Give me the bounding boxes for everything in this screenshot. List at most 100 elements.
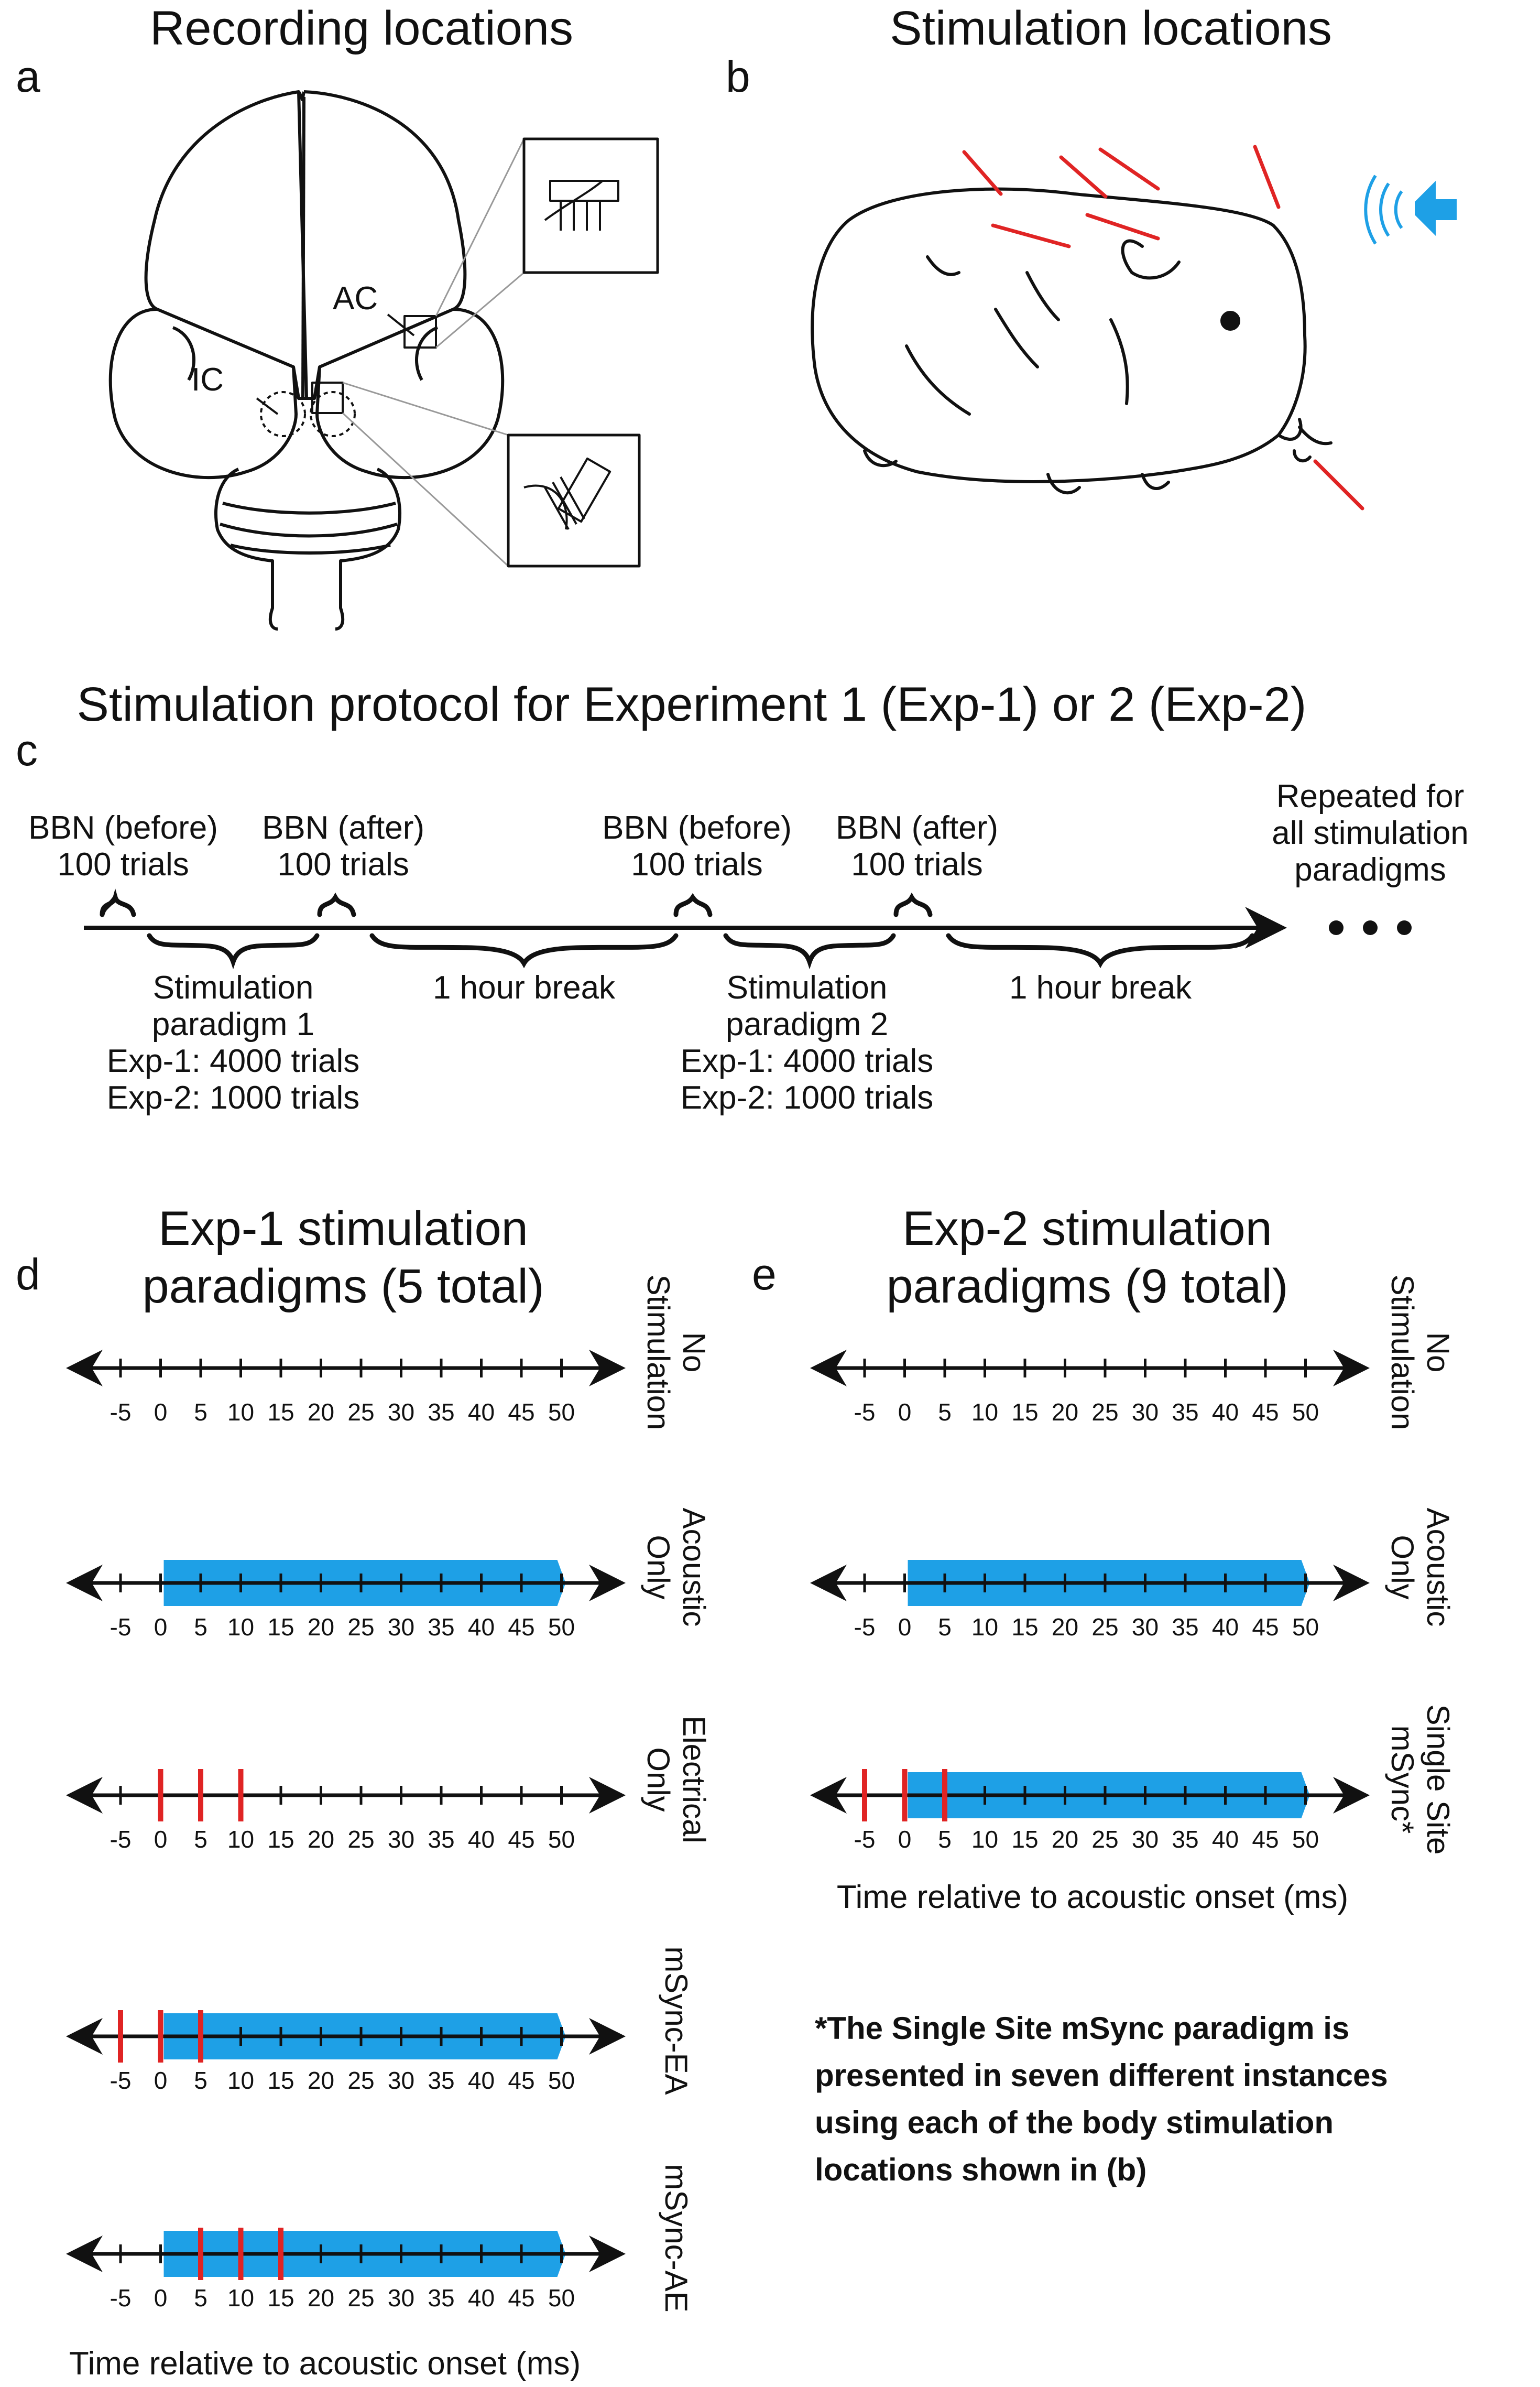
side-label-d-msync-ae: mSync-AE — [659, 2164, 694, 2312]
tick-label-d-msync-ae: 40 — [468, 2284, 495, 2312]
tick-label-e-acoustic-only: 25 — [1091, 1613, 1118, 1641]
tick-label-e-single-site-msync: 0 — [898, 1826, 912, 1853]
panel-e-xlabel: Time relative to acoustic onset (ms) — [837, 1879, 1348, 1915]
tick-label-d-msync-ae: 10 — [227, 2284, 254, 2312]
tick-label-d-electrical-only: 15 — [267, 1826, 294, 1853]
repeat-line-2: all stimulation — [1272, 815, 1469, 851]
tick-label-e-acoustic-only: 20 — [1052, 1613, 1078, 1641]
tick-label-e-no-stimulation: 0 — [898, 1398, 912, 1426]
tick-label-d-acoustic-only: 10 — [227, 1613, 254, 1641]
tick-label-d-msync-ae: 5 — [194, 2284, 207, 2312]
tick-label-d-electrical-only: 10 — [227, 1826, 254, 1853]
side-label-line-e-single-site-msync: mSync* — [1385, 1726, 1420, 1834]
tick-label-e-acoustic-only: 40 — [1212, 1613, 1239, 1641]
tick-label-e-no-stimulation: 20 — [1052, 1398, 1078, 1426]
tick-label-d-msync-ea: 5 — [194, 2067, 207, 2094]
side-label-line-e-single-site-msync: Single Site — [1421, 1705, 1456, 1855]
tick-label-e-no-stimulation: 50 — [1292, 1398, 1319, 1426]
tick-label-d-no-stimulation: 10 — [227, 1398, 254, 1426]
footnote-line-2: presented in seven different instances — [815, 2058, 1388, 2093]
paradigm-2-exp1: Exp-1: 4000 trials — [681, 1043, 933, 1079]
tick-label-d-acoustic-only: 5 — [194, 1613, 207, 1641]
tick-label-d-electrical-only: 45 — [508, 1826, 534, 1853]
tick-label-e-acoustic-only: 50 — [1292, 1613, 1319, 1641]
tick-label-d-no-stimulation: 25 — [347, 1398, 374, 1426]
tick-label-d-msync-ea: 25 — [347, 2067, 374, 2094]
protocol-braces — [100, 888, 1255, 970]
speaker-icon — [1364, 175, 1457, 245]
tick-label-d-acoustic-only: 40 — [468, 1613, 495, 1641]
panel-a-letter: a — [16, 52, 40, 101]
tick-label-e-no-stimulation: 30 — [1132, 1398, 1159, 1426]
bbn-after-2-trials: 100 trials — [851, 847, 983, 883]
tick-label-d-msync-ea: 15 — [267, 2067, 294, 2094]
panel-e-letter: e — [752, 1250, 777, 1299]
tick-label-d-acoustic-only: -5 — [110, 1613, 132, 1641]
bbn-before-1: BBN (before) — [28, 810, 218, 846]
tick-label-d-electrical-only: 0 — [154, 1826, 168, 1853]
paradigm-1-line-1: Stimulation — [153, 970, 314, 1006]
paradigm-1-line-2: paradigm 1 — [152, 1006, 314, 1043]
footnote-line-1: *The Single Site mSync paradigm is — [815, 2011, 1349, 2046]
bbn-before-1-trials: 100 trials — [57, 847, 189, 883]
tick-label-d-msync-ae: 20 — [308, 2284, 334, 2312]
tick-label-d-msync-ae: 30 — [388, 2284, 414, 2312]
break-2-label: 1 hour break — [1009, 970, 1192, 1006]
panel-c-title: Stimulation protocol for Experiment 1 (E… — [77, 678, 1307, 731]
tick-label-d-acoustic-only: 35 — [428, 1613, 454, 1641]
tick-label-d-acoustic-only: 0 — [154, 1613, 168, 1641]
tick-label-d-electrical-only: 20 — [308, 1826, 334, 1853]
tick-label-e-no-stimulation: 35 — [1172, 1398, 1198, 1426]
brain-illustration — [108, 90, 659, 631]
tick-label-d-electrical-only: 30 — [388, 1826, 414, 1853]
paradigm-1-exp1: Exp-1: 4000 trials — [107, 1043, 359, 1079]
tick-label-d-acoustic-only: 25 — [347, 1613, 374, 1641]
tick-label-d-electrical-only: 5 — [194, 1826, 207, 1853]
paradigm-2-exp2: Exp-2: 1000 trials — [681, 1080, 933, 1116]
tick-label-d-msync-ae: 25 — [347, 2284, 374, 2312]
side-label-d-no-stimulation: NoStimulation — [641, 1275, 712, 1430]
tick-label-e-acoustic-only: 0 — [898, 1613, 912, 1641]
tick-label-d-msync-ea: 35 — [428, 2067, 454, 2094]
side-label-e-no-stimulation: NoStimulation — [1385, 1275, 1456, 1430]
tick-label-e-single-site-msync: 40 — [1212, 1826, 1239, 1853]
tick-label-d-acoustic-only: 50 — [548, 1613, 575, 1641]
tick-label-d-msync-ae: 0 — [154, 2284, 168, 2312]
tick-label-e-single-site-msync: 45 — [1252, 1826, 1279, 1853]
panel-d-letter: d — [16, 1250, 40, 1299]
protocol-labels: BBN (before) 100 trials BBN (after) 100 … — [28, 778, 1469, 1116]
panel-b-letter: b — [726, 52, 750, 101]
side-label-line-e-no-stimulation: No — [1421, 1332, 1456, 1373]
panel-e-title-line-2: paradigms (9 total) — [887, 1260, 1288, 1313]
tick-label-d-msync-ae: 50 — [548, 2284, 575, 2312]
tick-label-e-acoustic-only: -5 — [854, 1613, 876, 1641]
tick-label-e-no-stimulation: 40 — [1212, 1398, 1239, 1426]
tick-label-d-msync-ea: 30 — [388, 2067, 414, 2094]
panel-c-letter: c — [16, 725, 38, 775]
tick-label-d-msync-ea: -5 — [110, 2067, 132, 2094]
side-label-line-d-acoustic-only: Only — [641, 1535, 676, 1599]
tick-label-d-msync-ea: 50 — [548, 2067, 575, 2094]
bbn-after-1-trials: 100 trials — [277, 847, 409, 883]
tick-label-e-single-site-msync: 15 — [1011, 1826, 1038, 1853]
repeat-line-3: paradigms — [1294, 852, 1446, 888]
tick-label-d-no-stimulation: -5 — [110, 1398, 132, 1426]
tick-label-d-electrical-only: 40 — [468, 1826, 495, 1853]
tick-label-d-msync-ae: 35 — [428, 2284, 454, 2312]
footnote: *The Single Site mSync paradigm is prese… — [815, 2011, 1388, 2187]
tick-label-e-no-stimulation: 10 — [971, 1398, 998, 1426]
side-label-line-d-electrical-only: Electrical — [676, 1716, 712, 1843]
ellipsis — [1329, 920, 1412, 935]
tick-label-d-acoustic-only: 15 — [267, 1613, 294, 1641]
tick-label-d-msync-ea: 0 — [154, 2067, 168, 2094]
side-label-line-e-acoustic-only: Only — [1385, 1535, 1420, 1599]
label-ic: IC — [191, 362, 224, 398]
tick-label-e-acoustic-only: 5 — [938, 1613, 952, 1641]
side-label-line-d-msync-ae: mSync-AE — [659, 2164, 694, 2312]
tick-label-e-single-site-msync: -5 — [854, 1826, 876, 1853]
tick-label-e-single-site-msync: 5 — [938, 1826, 952, 1853]
tick-label-d-msync-ae: -5 — [110, 2284, 132, 2312]
footnote-line-4: locations shown in (b) — [815, 2152, 1146, 2187]
